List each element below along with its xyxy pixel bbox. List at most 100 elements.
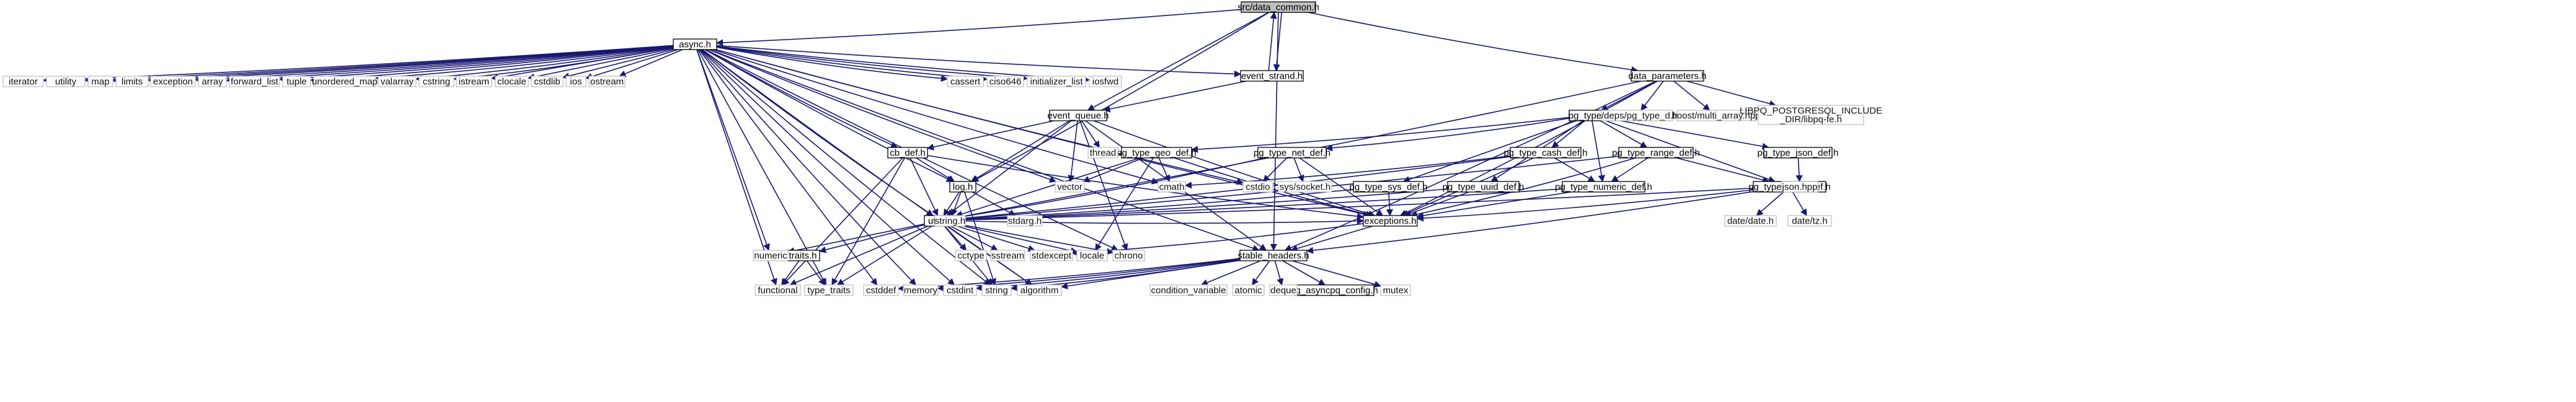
- node-box: [753, 250, 789, 261]
- node-pg-type-uuid-def[interactable]: pg_type_uuid_def.h: [1443, 181, 1525, 193]
- node-data-common[interactable]: src/data_common.h: [1237, 1, 1319, 13]
- node-stable-headers[interactable]: stable_headers.h: [1237, 250, 1309, 261]
- edge-log-to-string_h: [950, 191, 962, 217]
- node-box: [1631, 70, 1704, 82]
- node-label: forward_list: [231, 77, 279, 87]
- node-label: pg_type_sys_def.h: [1350, 182, 1428, 193]
- edge-data_parameters-to-libpq_fe: [1686, 81, 1777, 107]
- node-box: [934, 215, 966, 227]
- node-label: traits.h: [789, 251, 817, 261]
- node-label: sstream: [991, 251, 1024, 261]
- node-event-strand[interactable]: event_strand.h: [1240, 70, 1304, 82]
- node-box: [1724, 215, 1777, 227]
- node-event-queue[interactable]: event_queue.h: [1047, 110, 1109, 121]
- node-label: ../deps/pg_type_d.h: [1596, 111, 1678, 121]
- node-deps-pg-type-d: ../deps/pg_type_d.h: [1596, 110, 1678, 121]
- node-string-h: string.h: [934, 215, 966, 227]
- node-log[interactable]: log.h: [949, 181, 976, 193]
- edge-data_common-to-event_strand: [1273, 12, 1282, 72]
- node-locale: locale: [1076, 250, 1108, 261]
- edge-stable_headers-to-algorithm: [1060, 260, 1241, 290]
- node-box: [943, 284, 977, 296]
- node-pg-type-sys-def[interactable]: pg_type_sys_def.h: [1350, 181, 1428, 193]
- edge-pg_type_date_def-to-date_tz: [1792, 191, 1807, 216]
- node-label: stdexcept: [1032, 251, 1072, 261]
- node-label: pg_type_range_def.h: [1612, 148, 1700, 159]
- node-label: initializer_list: [1030, 77, 1083, 87]
- node-box: [1240, 70, 1304, 82]
- node-label: deque: [1270, 286, 1296, 296]
- node-label: mutex: [1383, 286, 1409, 296]
- edge-cb_def-to-type_traits: [831, 157, 905, 286]
- edge-async-to-ios: [585, 49, 679, 80]
- node-boost-multi-array: boost/multi_array.hpp: [1671, 110, 1761, 121]
- edge-pg_types-to-pg_type_cash_def: [1551, 120, 1585, 148]
- node-box: [1055, 181, 1085, 193]
- node-label: istream: [459, 77, 489, 87]
- node-stdexcept: stdexcept: [1030, 250, 1073, 261]
- node-box: [1676, 110, 1756, 121]
- edge-pg_types-to-pg_type_net_def: [1325, 118, 1570, 152]
- node-data-parameters[interactable]: data_parameters.h: [1629, 70, 1707, 82]
- node-label: chrono: [1115, 251, 1143, 261]
- edge-event_strand-to-data_common: [1268, 11, 1277, 71]
- node-cstring: cstring: [418, 76, 454, 87]
- node-box: [673, 38, 717, 50]
- edge-cb_def-to-utils: [910, 157, 939, 217]
- edge-pg_type_date_def-to-exceptions: [1416, 189, 1754, 222]
- node-type-traits: type_traits: [804, 284, 854, 296]
- node-box: [150, 76, 196, 87]
- node-map: map: [87, 76, 113, 87]
- node-label: cstdint: [947, 286, 974, 296]
- node-box: [990, 250, 1025, 261]
- edge-async-to-vector: [709, 49, 1057, 183]
- node-exception: exception: [150, 76, 196, 87]
- node-condition-variable: condition_variable: [1149, 284, 1228, 296]
- node-pg-type-geo-def[interactable]: pg_type_geo_def.h: [1117, 147, 1197, 159]
- node-istream: istream: [456, 76, 492, 87]
- node-label: string.h: [935, 216, 965, 227]
- edge-async-to-log: [704, 49, 954, 182]
- node-pg-type-numeric-def[interactable]: pg_type_numeric_def.h: [1555, 181, 1652, 193]
- node-label: tuple: [286, 77, 307, 87]
- node-pg-type-range-def[interactable]: pg_type_range_def.h: [1612, 147, 1700, 159]
- node-box: [949, 181, 976, 193]
- node-label: pg_type_net_def.h: [1254, 148, 1330, 159]
- node-label: exception: [153, 77, 193, 87]
- edge-utils-to-algorithm: [947, 225, 1033, 286]
- node-pg-type-json-def[interactable]: pg_type_json_def.h: [1758, 147, 1839, 159]
- node-label: exceptions.h: [1364, 216, 1416, 227]
- node-exceptions[interactable]: exceptions.h: [1363, 215, 1418, 227]
- node-box: [1239, 250, 1308, 261]
- edge-pg_type_geo_def-to-cmath: [1158, 157, 1171, 183]
- edge-async-to-cmath: [712, 49, 1159, 185]
- node-label: stdarg.h: [1008, 216, 1042, 227]
- node-label: pg_type_geo_def.h: [1117, 148, 1196, 159]
- edge-utils-to-chrono: [955, 223, 1114, 255]
- node-label: cmath: [1159, 182, 1185, 193]
- node-label: unordered_map: [312, 77, 378, 87]
- node-pg-type-net-def[interactable]: pg_type_net_def.h: [1254, 147, 1330, 159]
- node-traits[interactable]: traits.h: [786, 250, 820, 261]
- node-async[interactable]: async.h: [673, 38, 717, 50]
- node-box: [1157, 181, 1186, 193]
- node-label: date/date.h: [1727, 216, 1774, 227]
- node-pg-asyncpq-config[interactable]: pg_asyncpq_config.h: [1290, 284, 1378, 296]
- node-cb-def[interactable]: cb_def.h: [887, 147, 928, 159]
- edge-pg_type_date_def-to-date_date: [1756, 191, 1784, 216]
- node-forward-list: forward_list: [229, 76, 280, 87]
- edge-utils-to-functional: [789, 225, 928, 286]
- node-label: boost/multi_array.hpp: [1671, 111, 1760, 121]
- node-pg-type-cash-def[interactable]: pg_type_cash_def.h: [1503, 147, 1588, 159]
- node-box: [282, 76, 311, 87]
- edge-async-to-istream: [490, 47, 674, 81]
- node-label: ios: [570, 77, 582, 87]
- edge-pg_type_geo_def-to-utils: [955, 157, 1140, 217]
- edge-exceptions-to-stdexcept: [1071, 223, 1364, 256]
- node-json-hpp: json.hpp: [1781, 181, 1818, 193]
- edge-pg_type_net_def-to-sys_socket: [1293, 157, 1304, 183]
- node-label: locale: [1080, 251, 1104, 261]
- node-cctype: cctype: [955, 250, 987, 261]
- node-box: [456, 76, 492, 87]
- node-label: LIBPQ_POSTGRESQL_INCLUDE: [1740, 106, 1882, 116]
